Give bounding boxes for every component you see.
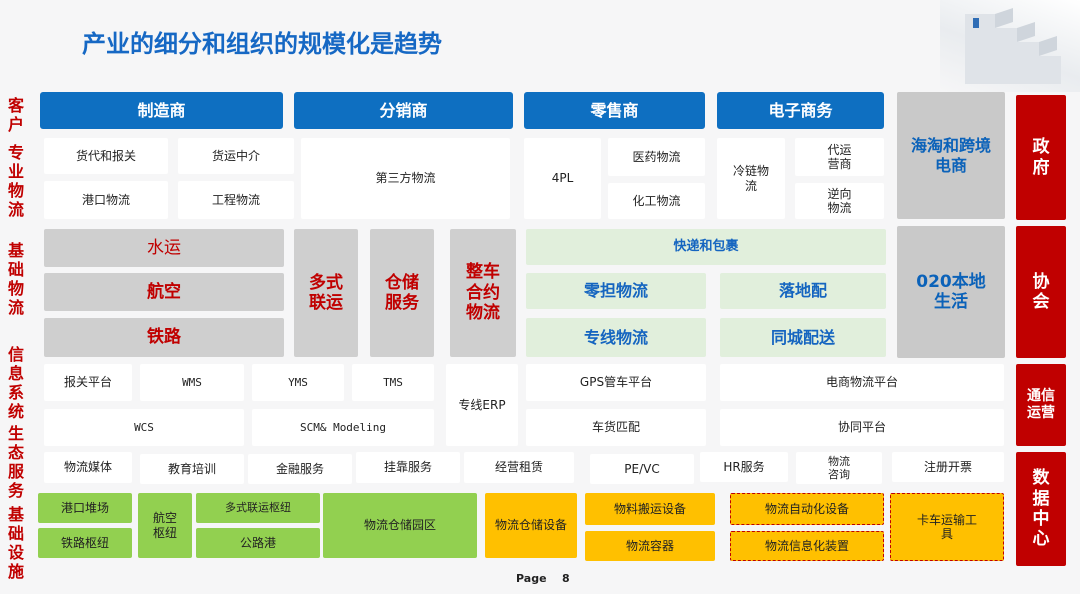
infra-warehouse-park: 物流仓储园区 <box>323 493 477 558</box>
basic-o2o: 020本地生活 <box>897 226 1005 358</box>
eco-affiliation: 挂靠服务 <box>356 452 460 483</box>
eco-consulting: 物流咨询 <box>796 452 882 484</box>
infra-highway-port: 公路港 <box>196 528 320 558</box>
spec-chemical: 化工物流 <box>608 183 705 219</box>
infra-rail-hub: 铁路枢纽 <box>38 528 132 558</box>
basic-dedicated-line: 专线物流 <box>526 318 706 357</box>
info-collab-platform: 协同平台 <box>720 409 1004 446</box>
info-tms: TMS <box>352 364 434 401</box>
customer-retailer: 零售商 <box>524 92 705 129</box>
basic-express: 快递和包裹 <box>526 229 886 265</box>
info-wms: WMS <box>140 364 244 401</box>
page-number: 8 <box>562 572 570 585</box>
eco-pevc: PE/VC <box>590 454 694 484</box>
eco-finance: 金融服务 <box>248 454 352 484</box>
eco-leasing: 经营租赁 <box>464 452 574 483</box>
panel-association: 协会 <box>1016 226 1066 358</box>
infra-trucks: 卡车运输工具 <box>890 493 1004 561</box>
customer-distributor: 分销商 <box>294 92 513 129</box>
infra-multimodal-hub: 多式联运枢纽 <box>196 493 320 523</box>
label-customer: 客户 <box>7 96 24 134</box>
spec-forwarding-customs: 货代和报关 <box>44 138 168 174</box>
basic-multimodal: 多式联运 <box>294 229 358 357</box>
spec-engineering-logistics: 工程物流 <box>178 181 294 219</box>
info-cargo-match: 车货匹配 <box>526 409 706 446</box>
spec-third-party: 第三方物流 <box>301 138 510 219</box>
info-wcs: WCS <box>44 409 244 446</box>
info-gps: GPS管车平台 <box>526 364 706 401</box>
panel-data-center: 数据中心 <box>1016 452 1066 566</box>
customer-manufacturer: 制造商 <box>40 92 283 129</box>
panel-government: 政府 <box>1016 95 1066 220</box>
basic-ftl: 整车合约物流 <box>450 229 516 357</box>
eco-media: 物流媒体 <box>44 452 132 483</box>
spec-port-logistics: 港口物流 <box>44 181 168 219</box>
customer-cross-border: 海淘和跨境电商 <box>897 92 1005 219</box>
label-specialized-logistics: 专业物流 <box>7 143 24 219</box>
info-scm: SCM& Modeling <box>252 409 434 446</box>
spec-cold-chain: 冷链物流 <box>717 138 785 219</box>
basic-air: 航空 <box>44 273 284 311</box>
infra-handling-equipment: 物料搬运设备 <box>585 493 715 525</box>
info-customs-platform: 报关平台 <box>44 364 132 401</box>
label-infrastructure: 基础设施 <box>7 505 24 581</box>
basic-water: 水运 <box>44 229 284 267</box>
infra-aviation-hub: 航空枢纽 <box>138 493 192 558</box>
infra-it-devices: 物流信息化装置 <box>730 531 884 561</box>
info-ecommerce-platform: 电商物流平台 <box>720 364 1004 401</box>
label-basic-logistics: 基础物流 <box>7 241 24 317</box>
basic-last-mile: 落地配 <box>720 273 886 309</box>
label-eco-services: 生态服务 <box>7 424 24 500</box>
infra-storage-equipment: 物流仓储设备 <box>485 493 577 558</box>
basic-rail: 铁路 <box>44 318 284 357</box>
spec-reverse: 逆向物流 <box>795 183 884 219</box>
stair-decoration <box>955 4 1075 88</box>
spec-pharma: 医药物流 <box>608 138 705 176</box>
customer-ecommerce: 电子商务 <box>717 92 884 129</box>
infra-port-yard: 港口堆场 <box>38 493 132 523</box>
basic-city-delivery: 同城配送 <box>720 318 886 357</box>
spec-4pl: 4PL <box>524 138 601 219</box>
infra-automation: 物流自动化设备 <box>730 493 884 525</box>
info-yms: YMS <box>252 364 344 401</box>
spec-freight-agent: 货运中介 <box>178 138 294 174</box>
spec-agent-operator: 代运营商 <box>795 138 884 176</box>
page-label: Page <box>516 572 547 585</box>
basic-warehouse-service: 仓储服务 <box>370 229 434 357</box>
label-info-system: 信息系统 <box>7 345 24 421</box>
stair-graphic <box>965 8 1061 84</box>
eco-registration: 注册开票 <box>892 452 1004 482</box>
info-dedicated-erp: 专线ERP <box>446 364 518 446</box>
infra-containers: 物流容器 <box>585 531 715 561</box>
panel-telecom: 通信运营 <box>1016 364 1066 446</box>
page-title: 产业的细分和组织的规模化是趋势 <box>82 30 442 58</box>
eco-hr: HR服务 <box>700 452 788 482</box>
eco-education: 教育培训 <box>140 454 244 484</box>
basic-ltl: 零担物流 <box>526 273 706 309</box>
